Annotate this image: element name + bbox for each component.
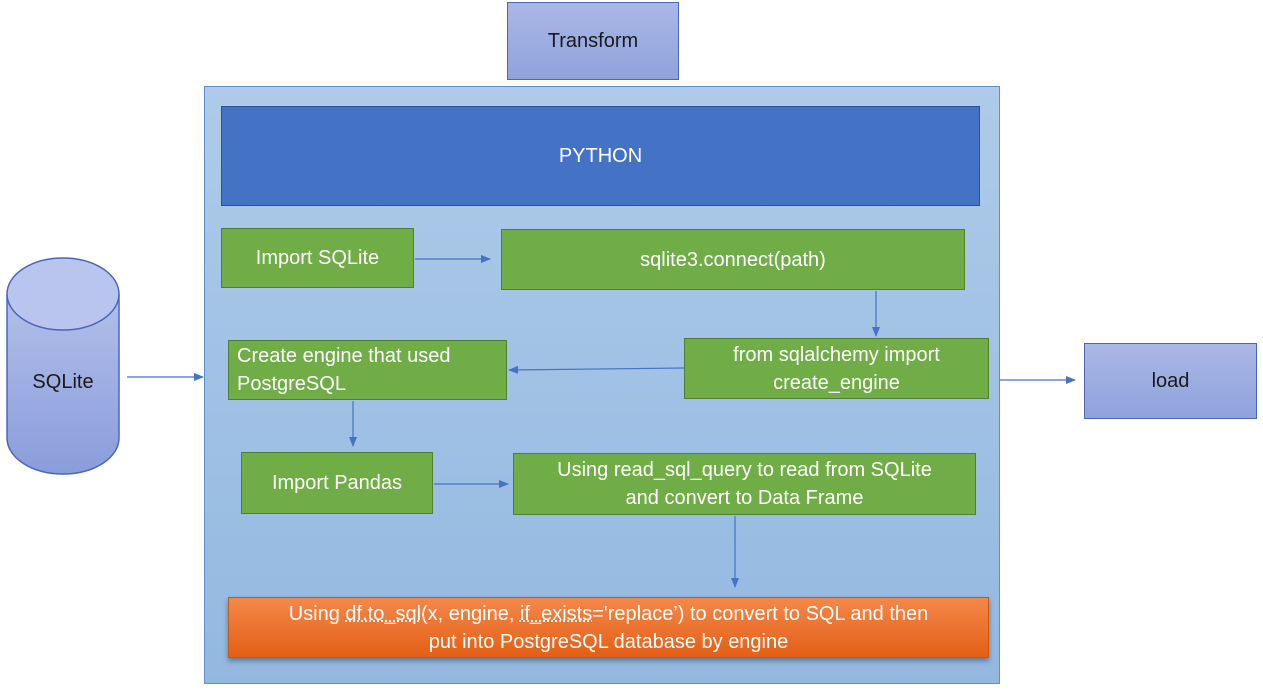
to-sql-part-1: Using <box>288 602 346 625</box>
to-sql-line-2: put into PostgreSQL database by engine <box>428 630 789 653</box>
create-engine-line-1: Create engine that used <box>237 345 451 367</box>
import-pandas-step: Import Pandas <box>241 452 433 514</box>
to-sql-step: Using df.to_sql(x, engine, if_exists='re… <box>228 597 989 658</box>
import-sqlite-label: Import SQLite <box>255 247 380 269</box>
arrow-sqlalchemy-to-create-engine <box>508 365 685 374</box>
to-sql-part-3: ='replace’) to convert to SQL and then <box>592 602 929 625</box>
create-engine-step: Create engine that used PostgreSQL <box>228 340 507 400</box>
create-engine-line-2: PostgreSQL <box>237 373 346 395</box>
python-banner: PYTHON <box>221 106 980 206</box>
sqlite-label-wrap: SQLite <box>5 366 121 398</box>
load-label: load <box>1151 369 1190 392</box>
sqlite-connect-step: sqlite3.connect(path) <box>501 229 965 290</box>
transform-box: Transform <box>507 2 679 80</box>
to-sql-df-token: df.to_sql <box>345 602 422 625</box>
import-sqlite-step: Import SQLite <box>221 228 414 288</box>
read-sql-query-step: Using read_sql_query to read from SQLite… <box>513 453 976 515</box>
import-pandas-label: Import Pandas <box>271 472 403 494</box>
read-sql-line-2: and convert to Data Frame <box>625 487 864 509</box>
read-sql-line-1: Using read_sql_query to read from SQLite <box>557 459 932 481</box>
load-box: load <box>1084 343 1257 419</box>
sqlalchemy-line-1: from sqlalchemy import <box>733 343 940 366</box>
transform-label: Transform <box>547 29 639 52</box>
sqlite-database-icon <box>6 257 120 475</box>
sqlite-label: SQLite <box>32 370 94 393</box>
to-sql-if-token: if_exists <box>519 602 593 625</box>
python-label: PYTHON <box>558 144 643 167</box>
sqlalchemy-line-2: create_engine <box>773 371 900 394</box>
sqlalchemy-import-step: from sqlalchemy import create_engine <box>684 338 989 399</box>
sqlite-connect-label: sqlite3.connect(path) <box>640 248 826 271</box>
to-sql-part-2: (x, engine, <box>421 602 520 625</box>
to-sql-line-1: Using df.to_sql(x, engine, if_exists='re… <box>289 600 929 628</box>
